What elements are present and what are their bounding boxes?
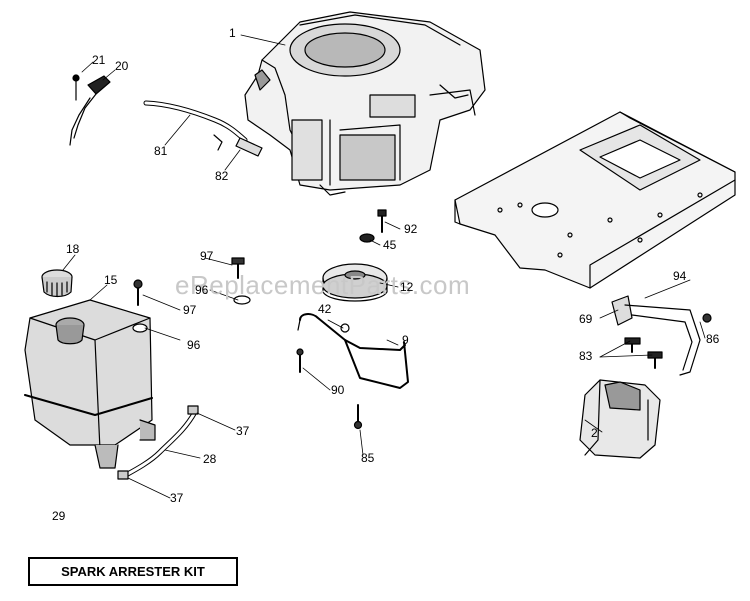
fuel-tank-part bbox=[24, 299, 156, 469]
callout-label: 15 bbox=[104, 273, 118, 287]
callout-label: 83 bbox=[579, 349, 593, 363]
callout-label: 2 bbox=[591, 426, 598, 440]
callout-label: 97 bbox=[200, 249, 214, 263]
callout-label: 20 bbox=[115, 59, 129, 73]
callout-label: 45 bbox=[383, 238, 397, 252]
callout-label: 69 bbox=[579, 312, 593, 326]
callout-label: 81 bbox=[154, 144, 168, 158]
callout-label: 85 bbox=[361, 451, 375, 465]
callout-label: 18 bbox=[66, 242, 80, 256]
callout-label: 21 bbox=[92, 53, 106, 67]
callout-label: 12 bbox=[400, 280, 414, 294]
spark-arrester-kit-label: SPARK ARRESTER KIT bbox=[28, 557, 238, 586]
callout-label: 97 bbox=[183, 303, 197, 317]
callout-label: 90 bbox=[331, 383, 345, 397]
fuel-cap-part bbox=[41, 269, 73, 298]
callout-label: 82 bbox=[215, 169, 229, 183]
callout-label: 29 bbox=[52, 509, 66, 523]
callout-label: 1 bbox=[229, 26, 236, 40]
dipstick-part bbox=[69, 74, 111, 146]
callout-label: 94 bbox=[673, 269, 687, 283]
callout-label: 28 bbox=[203, 452, 217, 466]
leader-lines bbox=[62, 34, 706, 499]
callout-label: 92 bbox=[404, 222, 418, 236]
fuel-hose-28-part bbox=[117, 405, 199, 480]
callout-label: 86 bbox=[706, 332, 720, 346]
callout-label: 96 bbox=[187, 338, 201, 352]
pulley-part bbox=[322, 263, 388, 302]
callout-label: 9 bbox=[402, 333, 409, 347]
callout-label: 96 bbox=[195, 283, 209, 297]
engine-part bbox=[244, 11, 486, 196]
chassis-plate-part bbox=[454, 111, 736, 289]
watermark-text: eReplacementParts.com bbox=[175, 270, 471, 300]
callout-label: 37 bbox=[236, 424, 250, 438]
callout-label: 42 bbox=[318, 302, 332, 316]
fuel-line-part bbox=[143, 100, 263, 157]
muffler-part bbox=[579, 295, 712, 459]
belt-guide-bracket-part bbox=[296, 313, 409, 389]
bolt-85-part bbox=[353, 404, 363, 430]
screws-97-96-part bbox=[132, 257, 251, 333]
callout-label: 37 bbox=[170, 491, 184, 505]
